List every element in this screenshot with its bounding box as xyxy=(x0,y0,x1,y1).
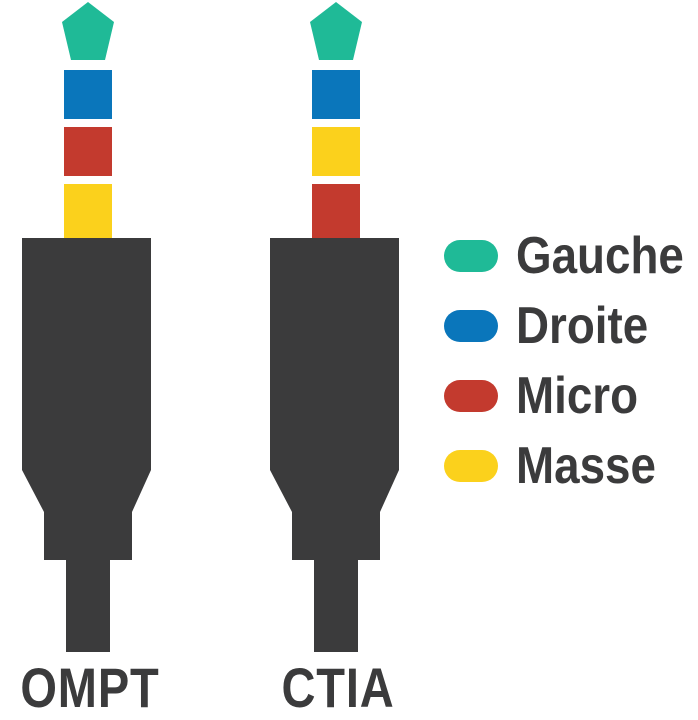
legend-label-gauche: Gauche xyxy=(516,227,684,285)
legend-swatch-droite xyxy=(444,310,498,342)
ring-micro-ctia xyxy=(312,184,360,238)
legend-swatch-masse xyxy=(444,450,498,482)
tip-gauche-ompt xyxy=(62,2,114,60)
tip-gauche-ctia xyxy=(310,2,362,60)
ring-micro-ompt xyxy=(64,127,112,176)
legend-swatch-gauche xyxy=(444,240,498,272)
legend-swatch-micro xyxy=(444,380,498,412)
ring-droite-ctia xyxy=(312,70,360,119)
legend-item-micro: Micro xyxy=(444,364,698,434)
ring-droite-ompt xyxy=(64,70,112,119)
plug-ompt xyxy=(22,2,151,652)
plug-ctia xyxy=(270,2,399,652)
ring-masse-ctia xyxy=(312,127,360,176)
plug-label-ompt: OMPT xyxy=(20,656,160,719)
legend-label-droite: Droite xyxy=(516,297,649,355)
legend-label-micro: Micro xyxy=(516,367,639,425)
legend-item-gauche: Gauche xyxy=(444,224,698,294)
plug-body xyxy=(22,238,151,560)
legend-item-masse: Masse xyxy=(444,434,698,504)
plug-cable xyxy=(66,556,110,652)
ring-masse-ompt xyxy=(64,184,112,238)
plug-cable xyxy=(314,556,358,652)
legend-item-droite: Droite xyxy=(444,294,698,364)
plug-body xyxy=(270,238,399,560)
plug-label-ctia: CTIA xyxy=(281,656,395,719)
legend-label-masse: Masse xyxy=(516,437,656,495)
